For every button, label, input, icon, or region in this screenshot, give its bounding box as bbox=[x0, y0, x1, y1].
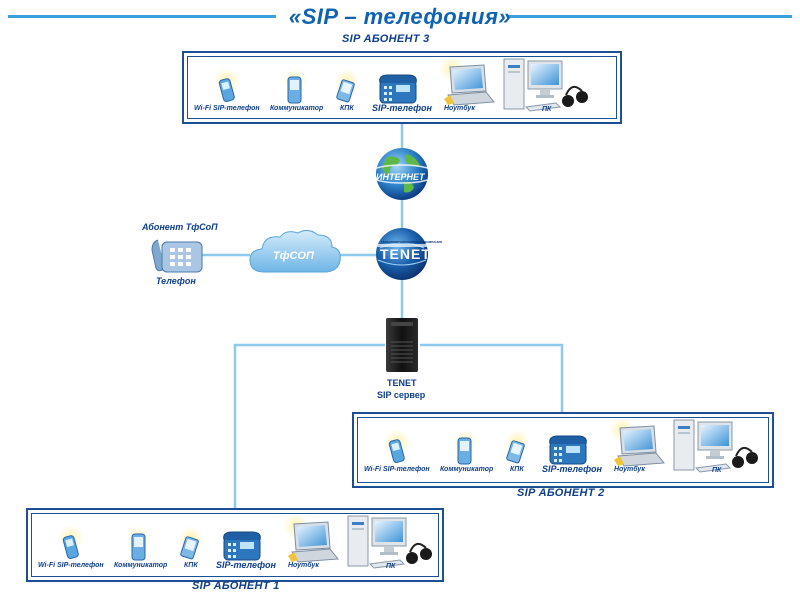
subscriber2-sip-phone-icon bbox=[546, 434, 590, 473]
subscriber2-laptop-label: Ноутбук bbox=[614, 466, 645, 473]
subscriber2-sip-phone-label: SIP-телефон bbox=[542, 464, 602, 474]
tenet-logo-label: TENET bbox=[380, 246, 431, 262]
subscriber1-communicator-label: Коммуникатор bbox=[114, 562, 168, 569]
subscriber2-desktop-pc-icon bbox=[670, 416, 758, 483]
subscriber2-wifi-sip-phone-label: Wi-Fi SIP-телефон bbox=[364, 466, 430, 473]
subscriber2-laptop-icon bbox=[608, 417, 666, 475]
subscriber3-pc-label: ПК bbox=[542, 106, 552, 113]
diagram-title: «SIP – телефония» bbox=[288, 4, 512, 29]
subscriber-3-box-inner bbox=[187, 56, 617, 119]
title-rule-right bbox=[508, 15, 792, 18]
title-rule-left bbox=[8, 15, 276, 18]
pstn-cloud-label: ТфСОП bbox=[273, 250, 314, 262]
subscriber1-pc-label: ПК bbox=[386, 563, 396, 570]
subscriber2-pda-label: КПК bbox=[510, 466, 524, 473]
subscriber3-sip-phone-icon bbox=[376, 73, 420, 112]
subscriber3-wifi-sip-phone-icon bbox=[212, 68, 242, 114]
subscriber3-communicator-icon bbox=[282, 69, 308, 114]
subscriber1-wifi-sip-phone-label: Wi-Fi SIP-телефон bbox=[38, 562, 104, 569]
pstn-desk-phone-icon bbox=[151, 239, 203, 273]
subscriber1-communicator-icon bbox=[126, 526, 152, 571]
subscriber1-laptop-icon bbox=[282, 513, 340, 571]
subscriber3-pda-label: КПК bbox=[340, 105, 354, 112]
internet-label: ИНТЕРНЕТ bbox=[376, 172, 425, 182]
subscriber3-communicator-label: Коммуникатор bbox=[270, 105, 324, 112]
subscriber-1-box-inner bbox=[31, 513, 439, 577]
pstn-phone-label: Телефон bbox=[156, 276, 196, 286]
subscriber2-communicator-icon bbox=[452, 430, 478, 475]
subscriber-2-label: SIP АБОНЕНТ 2 bbox=[517, 487, 605, 499]
subscriber1-sip-phone-label: SIP-телефон bbox=[216, 560, 276, 570]
subscriber1-pda-icon bbox=[178, 526, 204, 571]
subscriber2-pc-label: ПК bbox=[712, 467, 722, 474]
subscriber-2-box-inner bbox=[357, 417, 769, 483]
subscriber-1-label: SIP АБОНЕНТ 1 bbox=[192, 580, 280, 592]
subscriber-3-label: SIP АБОНЕНТ 3 bbox=[342, 33, 430, 45]
subscriber3-laptop-icon bbox=[438, 56, 496, 114]
sip-server-icon bbox=[386, 318, 418, 372]
subscriber3-laptop-label: Ноутбук bbox=[444, 105, 475, 112]
server-role: SIP сервер bbox=[377, 390, 426, 400]
subscriber2-wifi-sip-phone-icon bbox=[382, 429, 412, 475]
subscriber3-wifi-sip-phone-label: Wi-Fi SIP-телефон bbox=[194, 105, 260, 112]
subscriber3-sip-phone-label: SIP-телефон bbox=[372, 103, 432, 113]
link-server-subscriber1 bbox=[233, 343, 385, 508]
subscriber3-pda-icon bbox=[334, 69, 360, 114]
subscriber2-pda-icon bbox=[504, 430, 530, 475]
internet-globe-icon bbox=[367, 148, 436, 200]
subscriber3-desktop-pc-icon bbox=[500, 55, 588, 122]
pstn-subscriber-label: Абонент ТфСоП bbox=[142, 222, 218, 232]
tenet-logo-small-text: ТЕЛЕКОММУНИКАЦИОННАЯ КОМПАНИЯ bbox=[381, 240, 442, 244]
subscriber1-wifi-sip-phone-icon bbox=[56, 525, 86, 571]
tenet-logo-icon bbox=[376, 228, 428, 280]
subscriber1-pda-label: КПК bbox=[184, 562, 198, 569]
subscriber1-desktop-pc-icon bbox=[344, 512, 432, 579]
server-name: TENET bbox=[387, 378, 417, 388]
subscriber1-sip-phone-icon bbox=[220, 530, 264, 569]
pstn-cloud-icon bbox=[249, 229, 341, 273]
link-server-subscriber2 bbox=[420, 343, 564, 412]
subscriber1-laptop-label: Ноутбук bbox=[288, 562, 319, 569]
subscriber2-communicator-label: Коммуникатор bbox=[440, 466, 494, 473]
